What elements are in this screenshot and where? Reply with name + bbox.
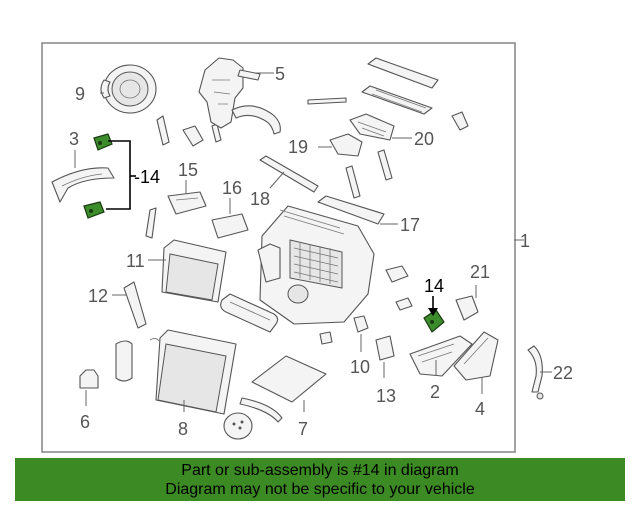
part-curved-rods xyxy=(145,149,393,239)
part-6-sensor[interactable] xyxy=(79,369,99,389)
part-14-sensor-upper[interactable] xyxy=(93,133,113,151)
part-1-hvac-housing[interactable] xyxy=(257,205,375,325)
callout-7: 7 xyxy=(298,419,308,439)
callout-4: 4 xyxy=(475,399,485,419)
callout-16: 16 xyxy=(222,178,242,198)
callout-14-right-arrow xyxy=(428,308,438,316)
callout-15: 15 xyxy=(178,160,198,180)
callout-17: 17 xyxy=(400,215,420,235)
part-7-tray[interactable] xyxy=(223,355,327,440)
callout-12: 12 xyxy=(88,286,108,306)
part-12-bracket[interactable] xyxy=(123,281,147,329)
part-20-actuator[interactable] xyxy=(349,113,395,141)
banner-line-2: Diagram may not be specific to your vehi… xyxy=(165,481,475,498)
part-19-lever[interactable] xyxy=(329,133,363,157)
callout-3: 3 xyxy=(69,129,79,149)
part-14-sensor-lower[interactable] xyxy=(83,201,105,219)
callout-1: 1 xyxy=(520,231,530,251)
callout-13: 13 xyxy=(376,386,396,406)
part-4-duct[interactable] xyxy=(453,331,499,381)
callout-20: 20 xyxy=(414,129,434,149)
callout-21: 21 xyxy=(470,262,490,282)
part-15-bracket[interactable] xyxy=(167,191,207,215)
callout-8: 8 xyxy=(178,419,188,439)
callout-10: 10 xyxy=(350,357,370,377)
callout-9: 9 xyxy=(75,84,85,104)
part-13-actuator[interactable] xyxy=(375,335,395,361)
callout-22: 22 xyxy=(553,363,573,383)
part-9-blower-motor[interactable] xyxy=(100,64,157,114)
part-21-sensor[interactable] xyxy=(455,295,479,321)
part-22-hose[interactable] xyxy=(527,345,544,400)
callout-14-left: -14 xyxy=(134,167,160,187)
callout-11: 11 xyxy=(126,251,145,271)
banner-line-1: Part or sub-assembly is #14 in diagram xyxy=(181,462,459,479)
callout-5: 5 xyxy=(275,64,285,84)
callout-18: 18 xyxy=(250,189,270,209)
part-18-rod[interactable] xyxy=(259,155,319,193)
part-filter-top xyxy=(307,57,469,131)
part-3-duct[interactable] xyxy=(51,167,115,203)
callout-14-bracket xyxy=(106,140,136,210)
part-small-connectors xyxy=(385,265,413,311)
part-5-duct[interactable] xyxy=(198,57,281,135)
part-8-heater-core[interactable] xyxy=(115,329,237,415)
callout-19: 19 xyxy=(288,137,308,157)
part-10-clip[interactable] xyxy=(319,315,369,345)
part-17-seal[interactable] xyxy=(317,195,385,225)
callout-14-right: 14 xyxy=(424,276,444,296)
part-gasket xyxy=(220,293,279,333)
callout-2: 2 xyxy=(430,382,440,402)
part-2-duct[interactable] xyxy=(409,335,473,377)
part-small-rod xyxy=(156,115,222,147)
callout-6: 6 xyxy=(80,412,90,432)
info-banner: Part or sub-assembly is #14 in diagram D… xyxy=(15,458,625,501)
part-16-bracket[interactable] xyxy=(211,213,249,239)
part-11-evaporator[interactable] xyxy=(161,239,227,303)
